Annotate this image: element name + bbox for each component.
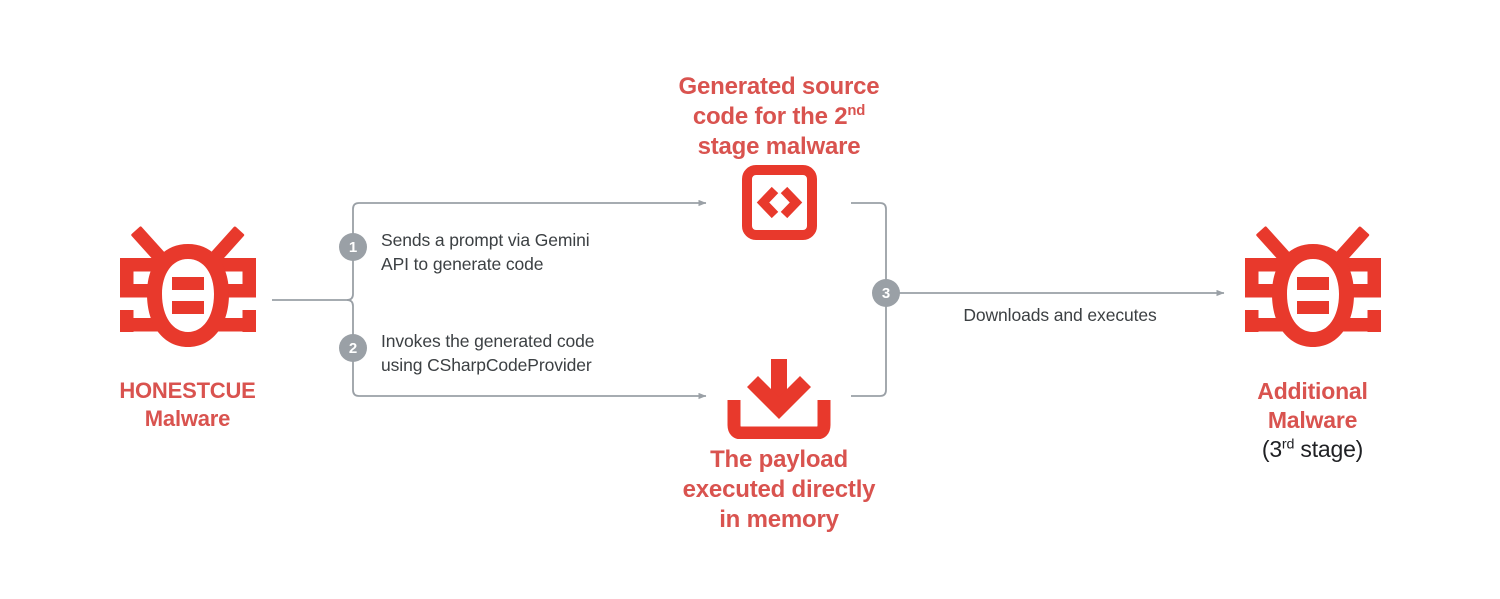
source-malware-label-line1: HONESTCUE xyxy=(119,378,256,403)
wire-merge-top xyxy=(851,202,887,293)
source-malware-label: HONESTCUE Malware xyxy=(70,377,305,432)
bug-icon xyxy=(120,226,256,347)
additional-malware-stage-ordinal: rd xyxy=(1281,435,1295,452)
payload-caption-line3: in memory xyxy=(719,506,839,533)
step-3-text: Downloads and executes xyxy=(963,305,1157,325)
generated-code-caption-line2: code for the 2nd xyxy=(639,102,919,132)
step-1-text: Sends a prompt via Gemini API to generat… xyxy=(381,230,590,275)
step-badge-3: 3 xyxy=(872,279,900,307)
code-brackets-icon xyxy=(742,165,817,240)
wire-split-bracket xyxy=(346,199,707,301)
download-icon xyxy=(727,359,831,439)
additional-malware-label: Additional Malware (3rd stage) xyxy=(1195,377,1430,463)
payload-caption: The payload executed directly in memory xyxy=(639,445,919,535)
source-malware-label-line2: Malware xyxy=(144,405,231,431)
additional-malware-label-line1: Additional xyxy=(1257,378,1368,404)
step-badge-1-number: 1 xyxy=(348,238,358,256)
additional-malware-stage-post: stage) xyxy=(1294,435,1364,462)
additional-malware-stage-pre: (3 xyxy=(1261,435,1282,462)
step-badge-3-number: 3 xyxy=(881,284,891,302)
additional-malware-stage: (3rd stage) xyxy=(1195,435,1430,464)
generated-code-caption: Generated source code for the 2nd stage … xyxy=(639,72,919,162)
step-badge-2-number: 2 xyxy=(348,339,358,357)
step-2-text: Invokes the generated code using CSharpC… xyxy=(381,331,595,376)
wire-merge-bottom xyxy=(851,293,887,397)
step-badge-2: 2 xyxy=(339,334,367,362)
generated-code-caption-line3: stage malware xyxy=(697,133,861,160)
generated-code-caption-line2-pre: code for the 2 xyxy=(692,103,848,130)
generated-code-caption-ordinal: nd xyxy=(847,103,866,119)
wire-split-bracket-lower xyxy=(346,299,707,400)
additional-malware-label-line2: Malware xyxy=(1267,406,1358,433)
step-badge-1: 1 xyxy=(339,233,367,261)
payload-caption-line1: The payload xyxy=(710,446,848,473)
payload-caption-line2: executed directly xyxy=(682,476,876,503)
generated-code-caption-line1: Generated source xyxy=(678,73,880,100)
bug-icon xyxy=(1245,226,1381,347)
